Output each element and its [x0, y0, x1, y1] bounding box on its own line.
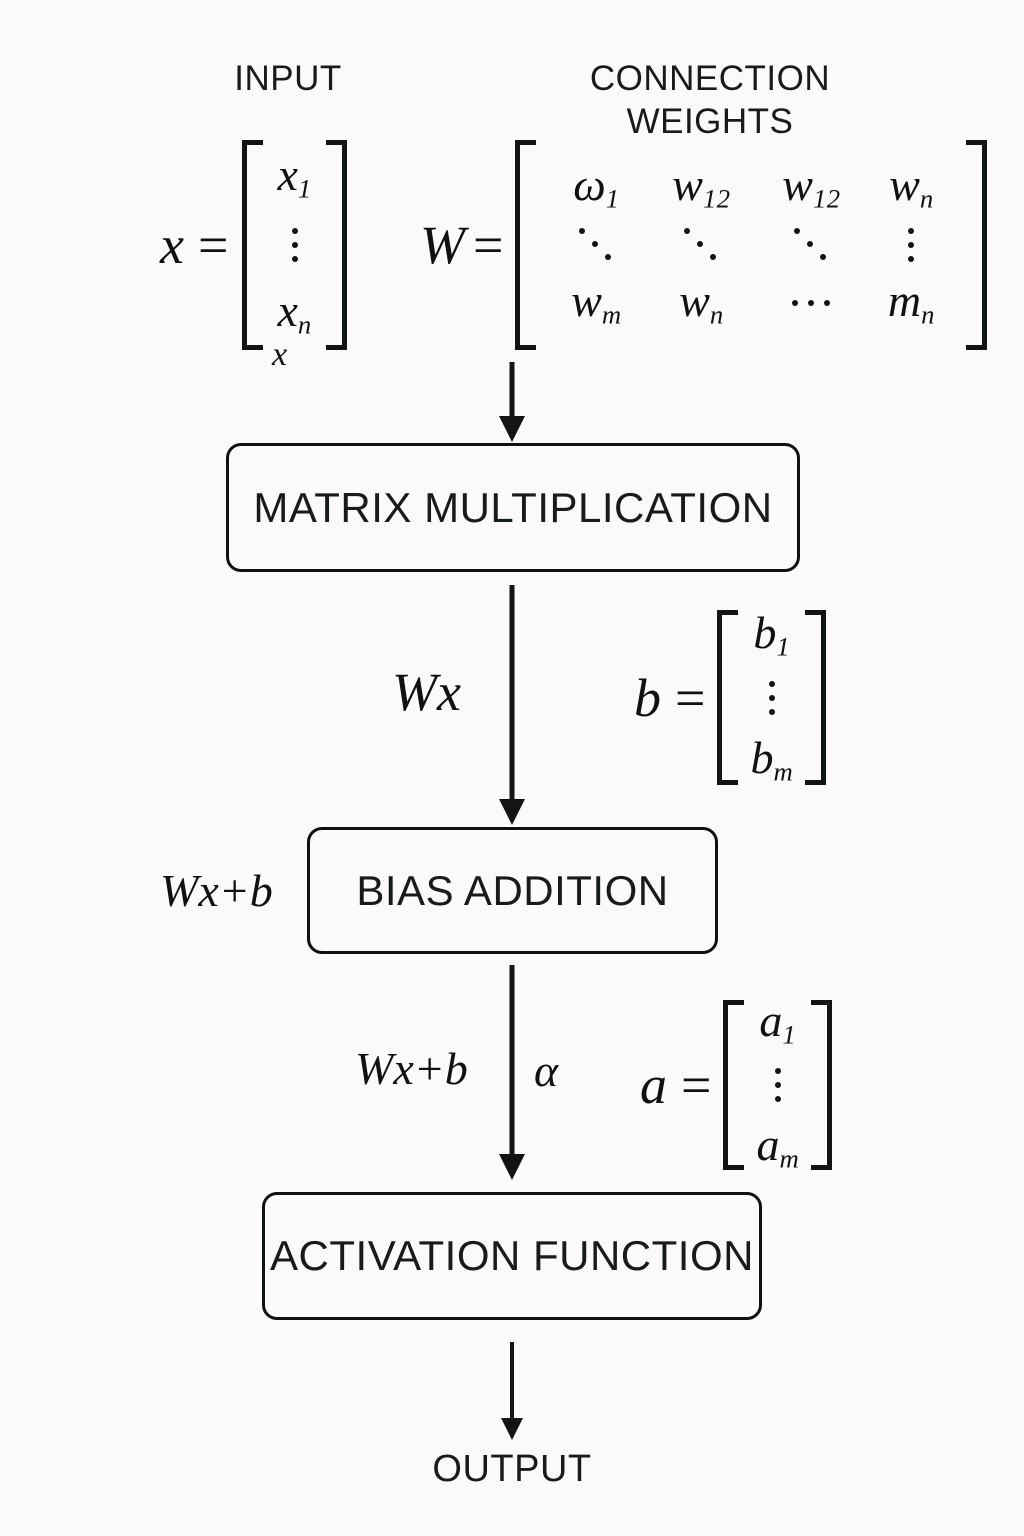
bracket-left-icon — [515, 140, 537, 350]
arrow-to-matrix-multiplication — [497, 362, 527, 442]
weight-cell-r3c1: wm — [571, 275, 622, 330]
arrow-to-bias-addition — [497, 585, 527, 825]
bracket-right-icon — [966, 140, 988, 350]
edge-label-wx-plus-b-right: Wx+b — [355, 1043, 468, 1094]
activation-vector-matrix: a1 am — [723, 994, 833, 1174]
matrix-multiplication-label: MATRIX MULTIPLICATION — [253, 483, 773, 531]
bias-vector-symbol: b — [634, 667, 661, 728]
bracket-left-icon — [242, 140, 264, 350]
bias-addition-label: BIAS ADDITION — [356, 866, 669, 914]
bracket-right-icon — [325, 140, 347, 350]
connection-weights-header: CONNECTION WEIGHTS — [589, 59, 831, 141]
weight-matrix-symbol: W — [420, 215, 465, 275]
activation-vector-entry-m: am — [756, 1119, 800, 1174]
output-label: OUTPUT — [432, 1448, 592, 1490]
activation-vector-symbol: a — [640, 1055, 667, 1115]
weight-matrix-group: W = ω1 w12 w12 wn — [420, 140, 988, 350]
weight-cell-r2c2 — [646, 222, 756, 268]
input-vector-entry-1: x1 — [277, 148, 312, 204]
weight-matrix-row: ω1 w12 w12 wn — [546, 158, 956, 214]
bias-vector-group: b = b1 bm — [634, 607, 827, 786]
bracket-left-icon — [723, 1000, 745, 1170]
diagonal-dots-icon — [573, 222, 619, 268]
weight-cell-r1c1: ω1 — [573, 158, 620, 214]
bias-vector-equals: = — [675, 667, 706, 728]
arrow-to-activation-function — [497, 965, 527, 1180]
arrow-to-output — [500, 1342, 524, 1440]
activation-vector-entry-1: a1 — [759, 994, 797, 1050]
bias-addition-box[interactable]: BIAS ADDITION — [307, 827, 718, 954]
weight-cell-r1c4: wn — [889, 158, 934, 214]
bias-vector-entry-1: b1 — [753, 607, 791, 662]
weight-matrix-equals: = — [472, 215, 504, 275]
weight-cell-r1c3: w12 — [782, 158, 841, 214]
weight-cell-r2c3 — [756, 222, 866, 268]
activation-vector-group: a = a1 am — [640, 994, 833, 1174]
bias-vector-matrix: b1 bm — [717, 607, 827, 786]
input-header: INPUT — [234, 59, 342, 98]
bracket-right-icon — [805, 610, 827, 785]
vertical-dots-icon — [908, 224, 915, 266]
weight-matrix-row: wm wn mn — [546, 278, 956, 328]
activation-function-box[interactable]: ACTIVATION FUNCTION — [262, 1192, 762, 1320]
weight-cell-r2c4 — [866, 224, 956, 266]
input-vector-under-label: x — [272, 336, 288, 373]
input-vector-symbol: x — [160, 215, 184, 275]
bias-vector-entry-m: bm — [750, 731, 794, 786]
edge-label-alpha: α — [534, 1045, 559, 1096]
activation-vector-equals: = — [681, 1055, 712, 1115]
input-vector-matrix: x1 xn — [242, 140, 347, 350]
input-vector-vertical-dots-icon — [291, 224, 298, 266]
weight-cell-r3c4: mn — [887, 275, 935, 330]
vertical-dots-icon — [774, 1064, 781, 1106]
weight-matrix-row — [546, 222, 956, 268]
weight-cell-r3c3 — [756, 300, 866, 307]
input-vector-entry-n: xn — [277, 285, 312, 340]
vertical-dots-icon — [768, 677, 775, 719]
edge-label-wx-plus-b-left: Wx+b — [160, 865, 273, 916]
weight-cell-r1c2: w12 — [672, 158, 731, 214]
horizontal-dots-icon — [787, 300, 835, 307]
edge-label-wx: Wx — [392, 662, 461, 722]
diagonal-dots-icon — [678, 222, 724, 268]
bracket-right-icon — [811, 1000, 833, 1170]
activation-function-label: ACTIVATION FUNCTION — [270, 1232, 754, 1279]
input-vector-equals: = — [197, 215, 229, 275]
matrix-multiplication-box[interactable]: MATRIX MULTIPLICATION — [226, 443, 800, 572]
diagonal-dots-icon — [788, 222, 834, 268]
bracket-left-icon — [717, 610, 739, 785]
weight-matrix: ω1 w12 w12 wn — [515, 140, 988, 350]
input-vector-group: x = x1 xn — [160, 140, 347, 350]
weight-cell-r2c1 — [546, 222, 646, 268]
weight-cell-r3c2: wn — [679, 275, 724, 330]
